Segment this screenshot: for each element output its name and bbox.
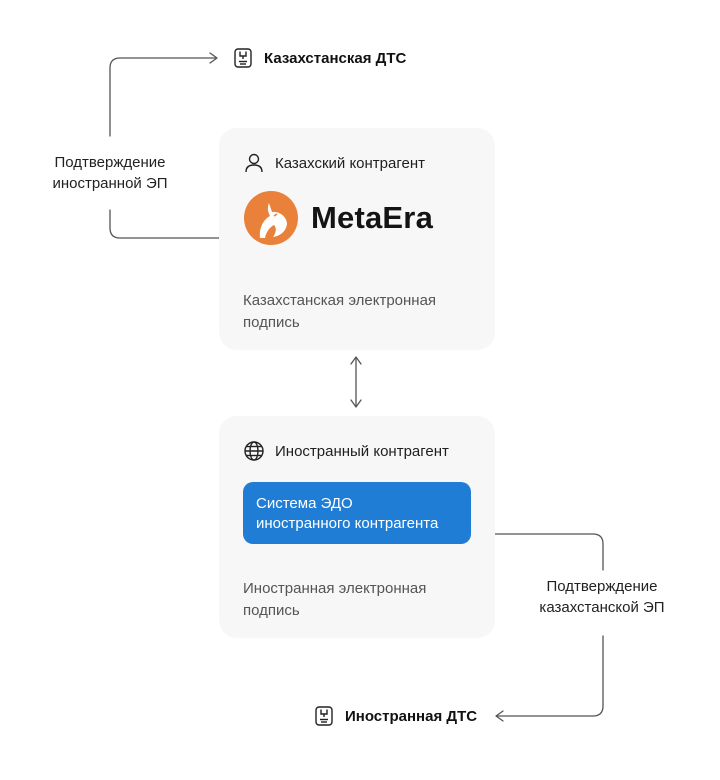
kz-signature-line2: подпись <box>243 314 300 331</box>
globe-icon <box>243 440 265 462</box>
foreign-dts-label: Иностранная ДТС <box>345 707 478 725</box>
arrowhead-up <box>350 356 362 365</box>
foreign-card-title: Иностранный контрагент <box>275 442 449 460</box>
connector-to-kz-dts <box>109 57 217 137</box>
right-confirmation-note: Подтверждение казахстанской ЭП <box>522 576 682 618</box>
left-confirmation-note: Подтверждение иностранной ЭП <box>44 152 176 194</box>
foreign-dts: Иностранная ДТС <box>313 705 477 727</box>
metaera-wordmark: MetaEra <box>311 200 434 235</box>
foreign-signature-line2: подпись <box>243 602 300 619</box>
metaera-logo <box>243 190 299 246</box>
arrowhead-down <box>350 399 362 408</box>
foreign-card-header: Иностранный контрагент <box>243 440 449 462</box>
left-note-line1: Подтверждение <box>54 154 166 171</box>
kz-dts-label: Казахстанская ДТС <box>264 49 407 67</box>
kz-counterparty-card: Казахский контрагент MetaEra Казахстанск… <box>219 128 495 350</box>
right-note-line2: казахстанской ЭП <box>539 599 665 616</box>
foreign-edo-system: Система ЭДО иностранного контрагента <box>243 482 471 544</box>
connector-to-kz-card <box>109 209 232 239</box>
document-stamp-icon <box>313 705 335 727</box>
edo-line2: иностранного контрагента <box>256 515 439 532</box>
connector-to-foreign-dts <box>496 635 604 717</box>
arrowhead-foreign-dts <box>495 710 504 722</box>
kz-card-header: Казахский контрагент <box>243 152 425 174</box>
foreign-signature: Иностранная электронная подпись <box>243 578 426 622</box>
arrowhead-kz-dts <box>209 52 218 64</box>
foreign-signature-line1: Иностранная электронная <box>243 580 427 597</box>
kz-signature: Казахстанская электронная подпись <box>243 290 436 334</box>
kz-signature-line1: Казахстанская электронная <box>243 292 437 309</box>
right-note-line1: Подтверждение <box>546 578 658 595</box>
document-stamp-icon <box>232 47 254 69</box>
kz-card-title: Казахский контрагент <box>275 154 425 172</box>
connector-to-edo <box>483 533 604 571</box>
kz-dts: Казахстанская ДТС <box>232 47 406 69</box>
user-icon <box>243 152 265 174</box>
left-note-line2: иностранной ЭП <box>52 175 168 192</box>
metaera-brand: MetaEra <box>243 190 433 246</box>
edo-line1: Система ЭДО <box>256 495 353 512</box>
